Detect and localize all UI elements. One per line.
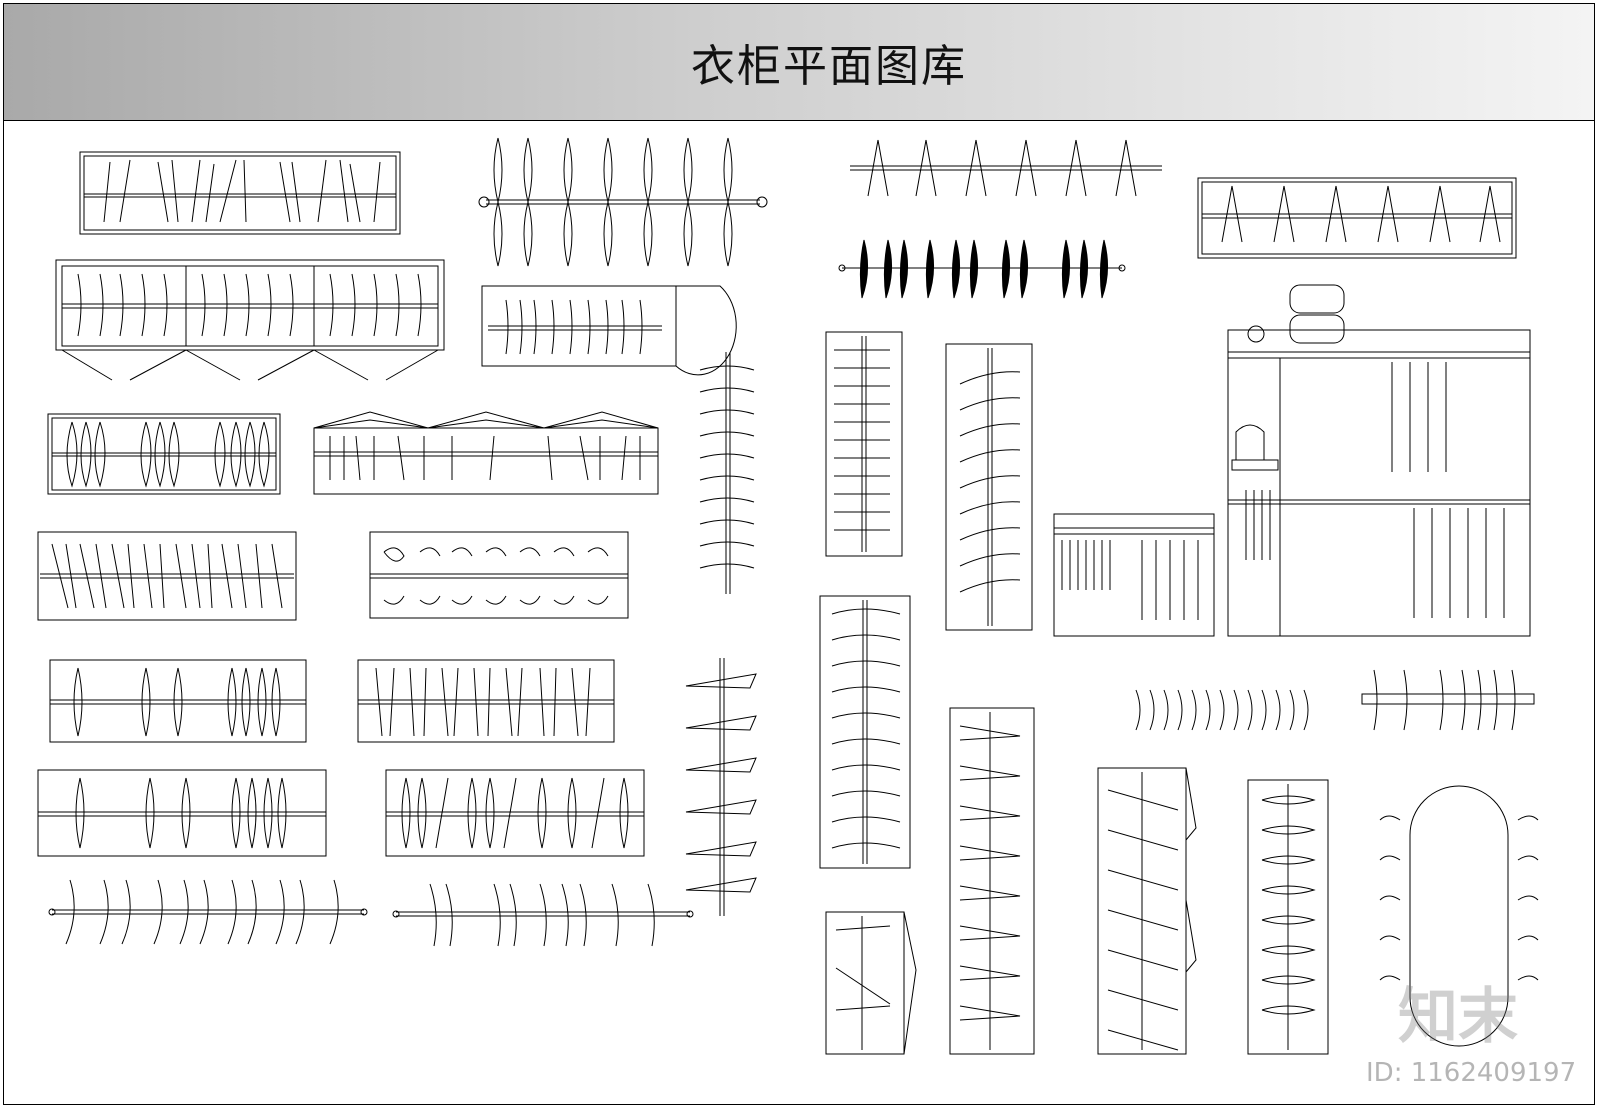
wardrobe-plan-18 (1097, 767, 1197, 1055)
wardrobe-plan-17 (949, 707, 1035, 1055)
wardrobe-plan-1 (79, 151, 401, 235)
wardrobe-plan-15 (819, 595, 911, 869)
hanging-rail-plan-6 (850, 139, 1162, 197)
oval-rail-plan (1379, 785, 1539, 1047)
hanging-rail-plan-8 (1135, 689, 1309, 731)
hanging-rail-plan-7 (838, 239, 1126, 299)
hanging-rail-plan-4 (48, 879, 368, 945)
page-title: 衣柜平面图库 (691, 41, 967, 92)
wardrobe-plan-13 (825, 331, 903, 557)
hanging-rail-plan-3 (685, 658, 757, 916)
wardrobe-plan-2 (55, 259, 445, 381)
hanging-rail-plan-9 (1361, 669, 1535, 731)
sheet-frame (3, 3, 1595, 1105)
title-bar: 衣柜平面图库 (3, 3, 1595, 121)
wardrobe-plan-10 (37, 769, 327, 857)
hanging-rail-plan-2 (699, 352, 755, 594)
wardrobe-plan-6 (37, 531, 297, 621)
wardrobe-plan-16 (825, 911, 917, 1055)
wardrobe-plan-3 (481, 285, 737, 376)
wardrobe-plan-11 (385, 769, 645, 857)
wardrobe-plan-9 (357, 659, 615, 743)
wardrobe-plan-4 (47, 413, 281, 495)
wardrobe-plan-8 (49, 659, 307, 743)
tie-rack-plan (1053, 513, 1215, 637)
wardrobe-plan-12 (1197, 177, 1517, 259)
wardrobe-plan-5 (313, 411, 659, 495)
hanging-rail-plan-10 (1247, 779, 1329, 1055)
hanging-rail-plan-5 (392, 883, 694, 947)
hanger-set (103, 159, 381, 223)
hanging-rail-plan-1 (478, 137, 768, 267)
wardrobe-plan-14 (945, 343, 1033, 631)
wardrobe-plan-7 (369, 531, 629, 619)
watermark-id: ID: 1162409197 (1366, 1058, 1577, 1088)
watermark-logo: 知末 (1398, 982, 1518, 1052)
wardrobe-elevation (1227, 284, 1531, 637)
